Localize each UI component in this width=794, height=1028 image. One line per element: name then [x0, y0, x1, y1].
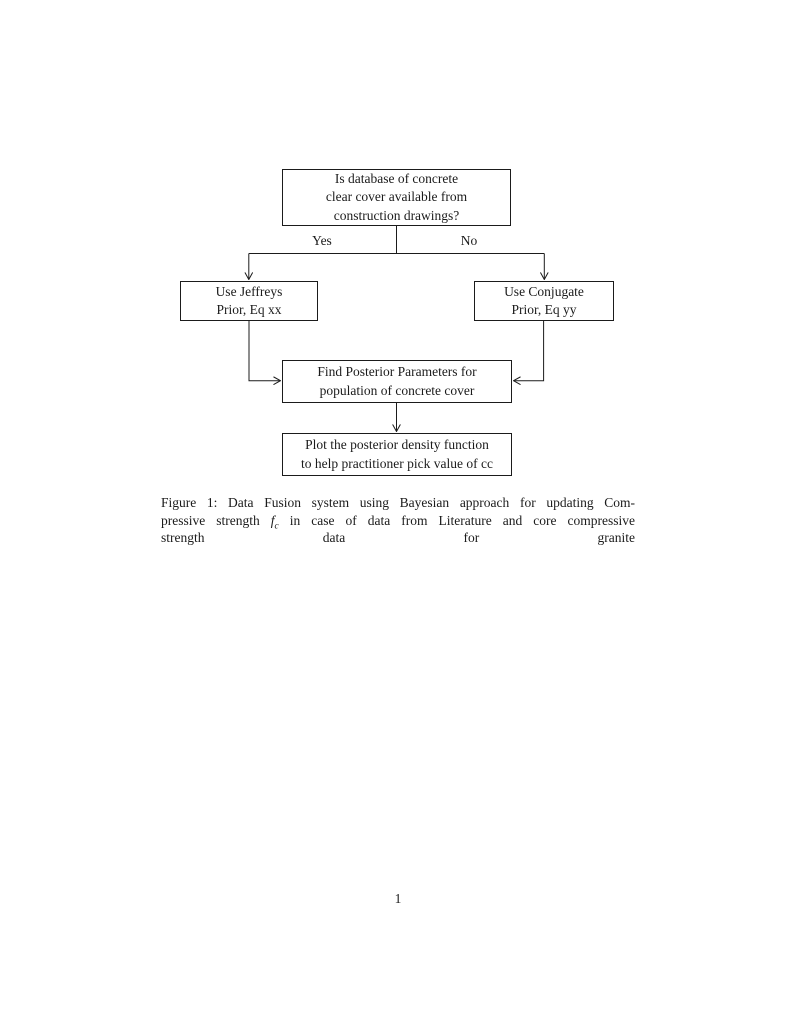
node-text-line: Plot the posterior density function — [305, 437, 489, 452]
caption-text: pressive strength — [161, 512, 271, 528]
edge-label-yes: Yes — [292, 233, 352, 249]
node-text-line: clear cover available from — [325, 189, 468, 205]
math-f: f — [270, 512, 275, 528]
math-subscript-c: c — [274, 521, 279, 532]
flowchart-node-conjugate-prior: Use Conjugate Prior, Eq yy — [474, 281, 614, 321]
edge-jeffreys-to-posterior — [248, 321, 281, 385]
flowchart-node-question: Is database of concrete clear cover avai… — [282, 169, 511, 226]
flowchart-node-plot-density: Plot the posterior density function to h… — [282, 433, 512, 476]
figure-caption-line: pressive strength fc in case of data fro… — [161, 512, 635, 532]
flowchart-node-find-posterior: Find Posterior Parameters for population… — [282, 360, 512, 403]
figure-caption-line: strength data for granite — [161, 530, 635, 545]
caption-text: in case of data from Literature and core… — [278, 512, 635, 528]
node-text-line: Prior, Eq yy — [511, 302, 577, 317]
node-text-line: to help practitioner pick value of cc — [301, 455, 493, 471]
node-text-line: construction drawings? — [333, 207, 460, 223]
node-text-line: Prior, Eq xx — [216, 302, 282, 317]
page-number: 1 — [394, 891, 402, 906]
node-text-line: Use Conjugate — [504, 283, 584, 299]
edge-conjugate-to-posterior — [513, 321, 545, 385]
node-text-line: Use Jeffreys — [215, 283, 283, 299]
node-text-line: Find Posterior Parameters for — [317, 364, 477, 379]
math-fc-symbol: fc — [270, 512, 279, 532]
figure-caption-line: Figure 1: Data Fusion system using Bayes… — [161, 495, 635, 510]
figure-caption: Figure 1: Data Fusion system using Bayes… — [161, 494, 635, 547]
flowchart-node-jeffreys-prior: Use Jeffreys Prior, Eq xx — [180, 281, 318, 321]
edge-label-no: No — [439, 233, 499, 249]
node-text-line: population of concrete cover — [319, 382, 475, 398]
node-text-line: Is database of concrete — [334, 170, 459, 186]
